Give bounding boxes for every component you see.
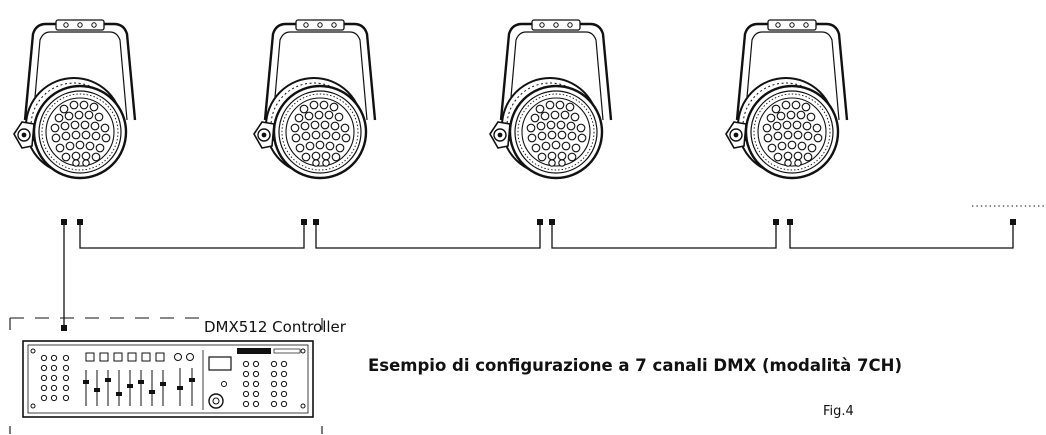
par-fixture-1	[12, 18, 137, 180]
controller-label: DMX512 Controller	[204, 318, 346, 336]
diagram-caption: Esempio di configurazione a 7 canali DMX…	[368, 356, 903, 375]
par-fixture-4	[724, 18, 849, 180]
figure-number: Fig.4	[823, 404, 854, 419]
dmx-controller-device	[22, 340, 314, 418]
par-fixture-3	[488, 18, 613, 180]
dmx-cable-chain	[63, 222, 1014, 328]
controller-frame	[9, 317, 323, 434]
dmx-connector-terminals	[61, 219, 1016, 331]
par-fixture-2	[252, 18, 377, 180]
